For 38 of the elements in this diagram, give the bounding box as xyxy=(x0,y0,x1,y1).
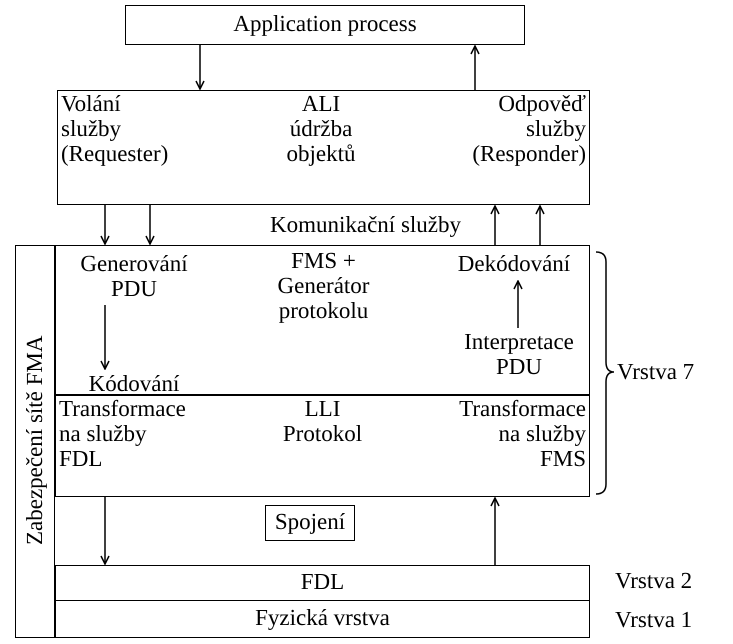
layer-box xyxy=(57,90,590,205)
box-text: Transformace na služby FMS xyxy=(458,396,586,471)
box-text: Transformace na služby FDL xyxy=(59,396,187,471)
step-text: Kódování xyxy=(59,371,209,399)
arrow xyxy=(470,45,480,90)
arrow xyxy=(513,280,523,328)
service-label: Komunikační služby xyxy=(270,212,461,237)
step-text: Dekódování xyxy=(439,251,589,281)
box-text: Odpověď služby (Responder) xyxy=(471,91,586,166)
box-text: ALI údržba objektů xyxy=(286,91,356,166)
box-text: LLI Protokol xyxy=(282,396,364,448)
box-text: Fyzická vrstva xyxy=(254,604,391,632)
box-text: FDL xyxy=(300,568,346,596)
arrow xyxy=(100,205,110,245)
process-box xyxy=(125,5,525,45)
arrow xyxy=(195,45,205,90)
layer-box xyxy=(55,600,590,638)
step-text: Generování PDU xyxy=(59,251,209,306)
box-text: FMS + Generátor protokolu xyxy=(276,248,370,323)
layer-label: Vrstva 2 xyxy=(615,568,692,593)
box-text: Volání služby (Requester) xyxy=(61,91,170,166)
arrow xyxy=(535,205,545,245)
step-text: Interpretace PDU xyxy=(449,329,589,384)
layer-label: Vrstva 1 xyxy=(615,607,692,632)
arrow xyxy=(100,305,110,370)
arrow xyxy=(100,497,110,565)
arrow xyxy=(490,205,500,245)
layer-label: Vrstva 7 xyxy=(617,359,694,384)
layer-box xyxy=(55,245,590,395)
side-band xyxy=(15,245,55,638)
arrow xyxy=(490,497,500,565)
box-text: Spojení xyxy=(274,508,346,536)
box-text: Zabezpečení sítě FMA xyxy=(22,334,47,547)
connection-box xyxy=(265,505,355,541)
arrow xyxy=(145,205,155,245)
box-text: Application process xyxy=(232,10,418,38)
layer-box xyxy=(55,565,590,601)
layer-box xyxy=(55,395,590,497)
